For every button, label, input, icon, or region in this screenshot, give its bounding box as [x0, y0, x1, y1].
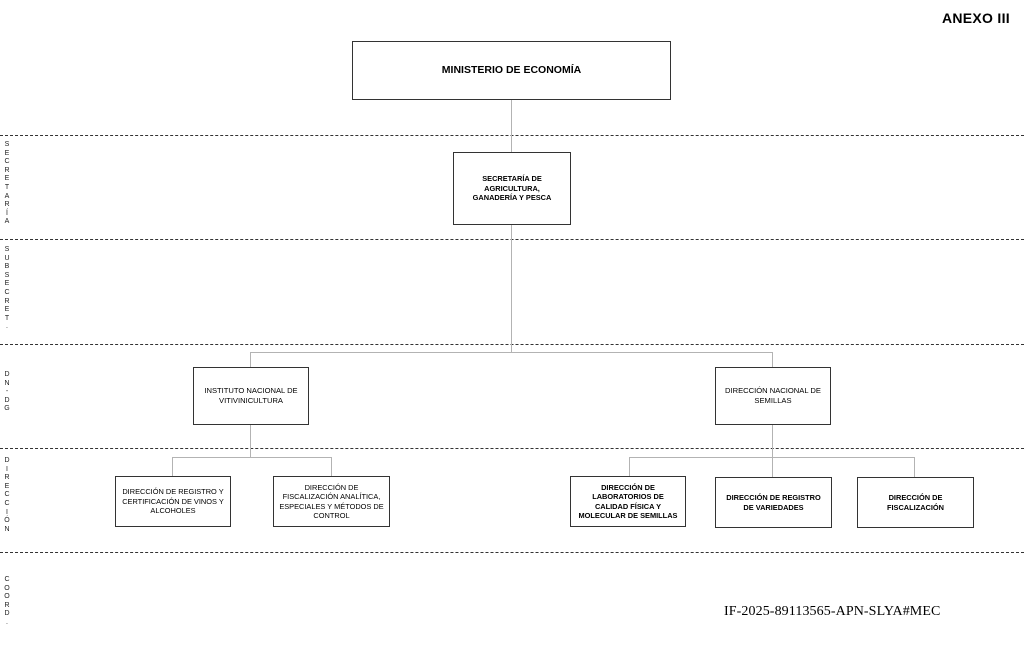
connector: [250, 352, 773, 353]
band-separator: [0, 344, 1024, 345]
node-label: INSTITUTO NACIONAL DE VITIVINICULTURA: [204, 386, 298, 405]
node-label: DIRECCIÓN DE LABORATORIOS DE CALIDAD FÍS…: [578, 482, 678, 520]
node-secretaria-agricultura: SECRETARÍA DE AGRICULTURA, GANADERÍA Y P…: [453, 152, 571, 225]
connector: [250, 352, 251, 368]
band-separator: [0, 448, 1024, 449]
node-registro-variedades: DIRECCIÓN DE REGISTRO DE VARIEDADES: [715, 477, 832, 528]
node-label: DIRECCIÓN NACIONAL DE SEMILLAS: [725, 386, 821, 405]
connector: [629, 457, 630, 476]
connector: [772, 425, 773, 477]
band-label-dn-dg: D N - D G: [4, 371, 10, 413]
node-label: SECRETARÍA DE AGRICULTURA, GANADERÍA Y P…: [472, 174, 552, 203]
band-label-secretaria: S E C R E T A R Í A: [4, 141, 10, 226]
connector: [172, 457, 332, 458]
connector: [772, 352, 773, 368]
node-laboratorios-semillas: DIRECCIÓN DE LABORATORIOS DE CALIDAD FÍS…: [570, 476, 686, 527]
node-label: DIRECCIÓN DE FISCALIZACIÓN: [886, 493, 945, 512]
band-separator: [0, 239, 1024, 240]
node-direccion-nacional-semillas: DIRECCIÓN NACIONAL DE SEMILLAS: [715, 367, 831, 425]
node-fiscalizacion-analitica: DIRECCIÓN DE FISCALIZACIÓN ANALÍTICA, ES…: [273, 476, 390, 527]
node-label: MINISTERIO DE ECONOMÍA: [441, 63, 582, 76]
band-label-direccion: D I R E C C I Ó N: [4, 457, 10, 533]
connector: [914, 457, 915, 477]
node-label: DIRECCIÓN DE REGISTRO Y CERTIFICACIÓN DE…: [122, 487, 224, 516]
node-instituto-vitivinicultura: INSTITUTO NACIONAL DE VITIVINICULTURA: [193, 367, 309, 425]
node-label: DIRECCIÓN DE REGISTRO DE VARIEDADES: [726, 493, 821, 512]
node-label: DIRECCIÓN DE FISCALIZACIÓN ANALÍTICA, ES…: [279, 482, 384, 520]
annex-title: ANEXO III: [941, 10, 1010, 26]
document-id: IF-2025-89113565-APN-SLYA#MEC: [724, 604, 941, 619]
node-ministerio-de-economia: MINISTERIO DE ECONOMÍA: [352, 41, 671, 100]
band-separator: [0, 135, 1024, 136]
band-label-coord: C O O R D .: [4, 576, 10, 626]
connector: [331, 457, 332, 476]
connector: [511, 224, 512, 353]
connector: [629, 457, 915, 458]
node-fiscalizacion: DIRECCIÓN DE FISCALIZACIÓN: [857, 477, 974, 528]
connector: [511, 99, 512, 152]
node-registro-vinos: DIRECCIÓN DE REGISTRO Y CERTIFICACIÓN DE…: [115, 476, 231, 527]
band-label-subsecretaria: S U B S E C R E T .: [4, 246, 10, 331]
connector: [172, 457, 173, 476]
band-separator: [0, 552, 1024, 553]
connector: [250, 424, 251, 458]
